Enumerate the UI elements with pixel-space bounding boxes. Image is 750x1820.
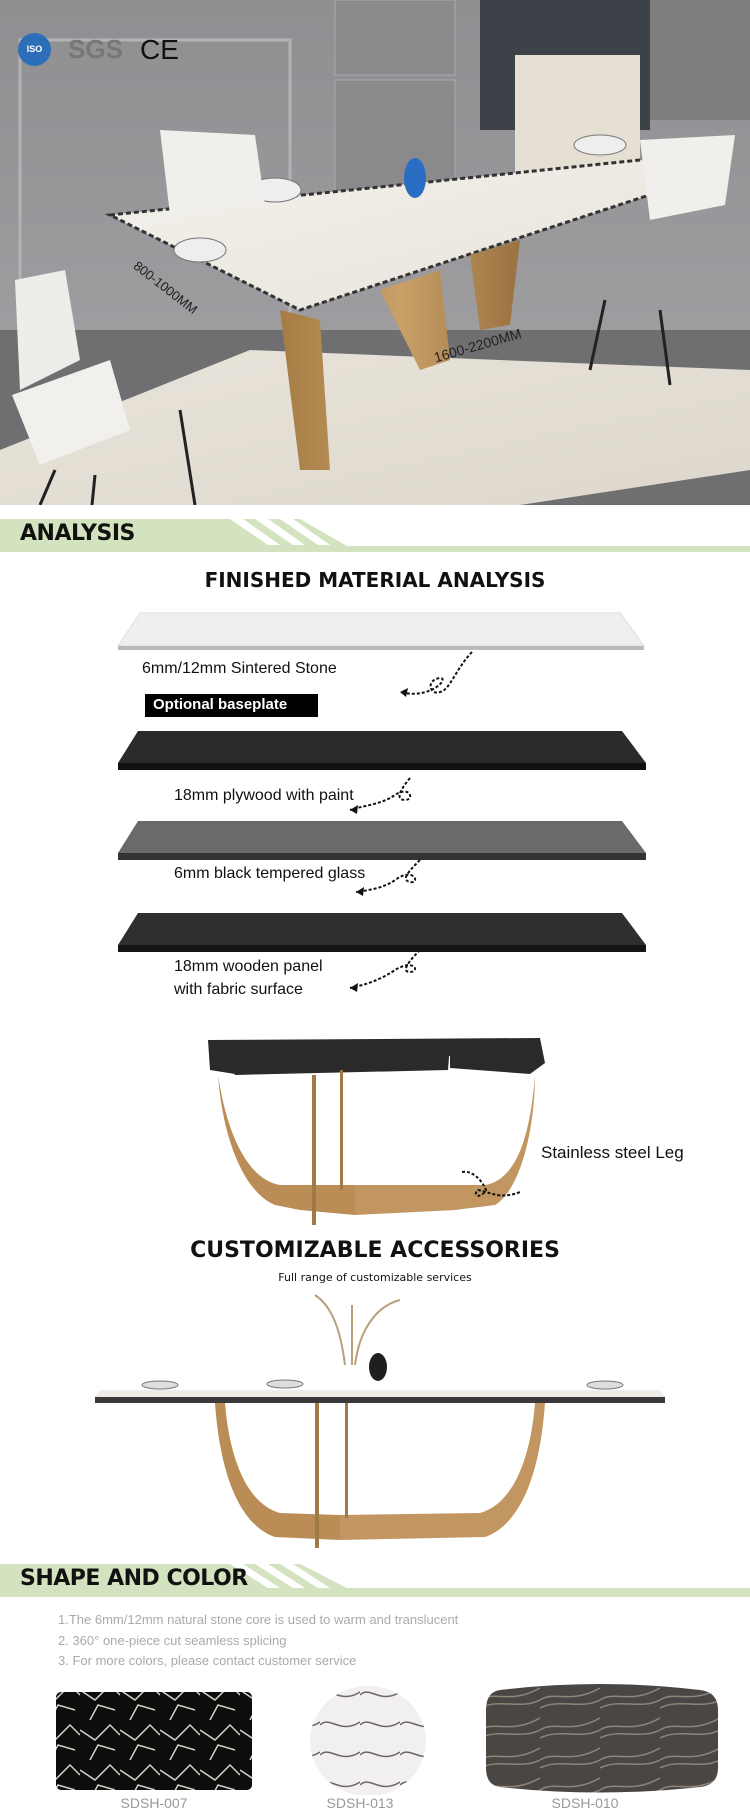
optional-baseplate-badge: Optional baseplate: [145, 694, 318, 717]
sintered-stone-edge: [118, 646, 644, 650]
layer-label-sintered-stone: 6mm/12mm Sintered Stone: [142, 660, 337, 677]
shape-color-banner: SHAPE AND COLOR: [0, 1564, 750, 1597]
material-analysis-title: FINISHED MATERIAL ANALYSIS: [204, 568, 546, 592]
swatch-sdsh-013-image: [310, 1686, 426, 1795]
analysis-banner-title: ANALYSIS: [20, 521, 135, 546]
accessories-table-image: [95, 1294, 665, 1548]
steel-leg-frame: [208, 1038, 545, 1225]
sgs-logo: SGS: [68, 34, 123, 64]
sintered-stone-layer: [117, 612, 645, 647]
dining-room-scene: [0, 0, 750, 505]
stainless-steel-leg-label: Stainless steel Leg: [541, 1143, 684, 1162]
layer-label-glass: 6mm black tempered glass: [174, 865, 366, 882]
ce-logo: CE: [140, 34, 179, 65]
layer-label-plywood: 18mm plywood with paint: [174, 787, 354, 804]
fabric-panel-layer: [118, 913, 646, 945]
iso-badge: ISO: [18, 33, 51, 66]
swatch-code: SDSH-007: [120, 1795, 188, 1811]
arrow-icons: [349, 651, 473, 989]
feature-point: 3. For more colors, please contact custo…: [58, 1653, 357, 1668]
banner-stripes: [0, 1564, 750, 1597]
swatch-code: SDSH-013: [326, 1795, 394, 1811]
feature-point: 2. 360° one-piece cut seamless splicing: [58, 1633, 287, 1648]
shape-color-banner-title: SHAPE AND COLOR: [20, 1566, 248, 1591]
banner-stripes: [0, 519, 750, 552]
hero-photo: ISO SGS CE 800-1000MM 1600-2200MM: [0, 0, 750, 505]
swatch-sdsh-010-image: [486, 1684, 718, 1793]
layer-label-wooden-panel: 18mm wooden panel: [174, 958, 323, 975]
swatch-sdsh-007-image: [56, 1692, 252, 1790]
layer-label-fabric: with fabric surface: [174, 981, 303, 998]
layers-diagram: [117, 612, 646, 992]
accessories-subtitle: Full range of customizable services: [278, 1271, 472, 1284]
leg-arrow-icon: [461, 1170, 521, 1197]
tempered-glass-layer: [118, 821, 646, 853]
feature-point: 1.The 6mm/12mm natural stone core is use…: [58, 1612, 459, 1627]
plywood-layer: [118, 731, 646, 763]
accessories-title: CUSTOMIZABLE ACCESSORIES: [190, 1238, 560, 1263]
swatch-code: SDSH-010: [551, 1795, 619, 1811]
analysis-banner: ANALYSIS: [0, 519, 750, 552]
color-swatches: [56, 1684, 718, 1795]
